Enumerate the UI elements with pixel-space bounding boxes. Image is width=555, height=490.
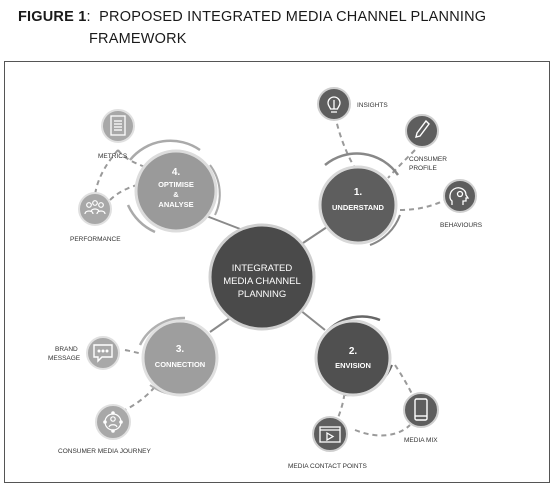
stage-understand: 1. UNDERSTAND (318, 152, 401, 246)
link-insights (334, 114, 356, 169)
stage-connection: 3. CONNECTION (138, 316, 219, 397)
satellite-label: BEHAVIOURS (440, 222, 483, 229)
link-metrics (117, 149, 149, 169)
connector-understand (299, 224, 331, 246)
satellite-label-line1: CONSUMER (409, 156, 447, 163)
satellite-behaviours: BEHAVIOURS (440, 179, 483, 229)
stage-circle (314, 319, 392, 397)
satellite-label: MEDIA CONTACT POINTS (288, 463, 368, 470)
connector-envision (299, 309, 326, 331)
satellite-circle (403, 392, 439, 428)
stage-label-2: ANALYSE (158, 200, 193, 209)
arc-outer (129, 139, 201, 161)
stage-label: ENVISION (335, 361, 371, 370)
group-people-icon (84, 200, 106, 215)
center-line1: INTEGRATED (232, 263, 293, 274)
link-behaviours (399, 199, 446, 211)
satellite-circle (95, 404, 131, 440)
link-metrics-performance (94, 149, 119, 196)
document-icon (110, 115, 126, 136)
network-person-icon (103, 411, 123, 433)
figure-title-line2: FRAMEWORK (89, 31, 187, 47)
stage-label: OPTIMISE (158, 180, 194, 189)
satellite-media-mix: MEDIA MIX (403, 392, 439, 444)
satellite-label: CONSUMER MEDIA JOURNEY (58, 448, 151, 455)
stage-label-amp: & (173, 190, 179, 199)
arc-outer-3 (209, 164, 221, 216)
arc-outer (138, 316, 186, 346)
diagram-frame (4, 61, 550, 483)
center-node: INTEGRATED MEDIA CHANNEL PLANNING (208, 223, 316, 331)
satellite-media-contact-points: MEDIA CONTACT POINTS (288, 416, 368, 470)
stage-label: UNDERSTAND (332, 203, 385, 212)
satellite-label: PERFORMANCE (70, 236, 121, 243)
stage-circle (318, 165, 398, 245)
video-play-icon (319, 426, 341, 443)
center-circle (208, 223, 316, 331)
satellite-label: INSIGHTS (357, 102, 388, 109)
satellite-circle (86, 336, 120, 370)
stage-number: 4. (172, 167, 181, 178)
satellite-label-line1: BRAND (55, 346, 78, 353)
arc-outer-2 (126, 204, 156, 234)
connector-connection (209, 317, 231, 333)
lightbulb-icon (327, 96, 341, 113)
figure-caption: FIGURE 1: PROPOSED INTEGRATED MEDIA CHAN… (18, 6, 538, 50)
arc-outer-2 (369, 214, 401, 246)
center-line3: PLANNING (238, 289, 287, 300)
satellite-label: METRICS (98, 153, 128, 160)
satellite-metrics: METRICS (98, 109, 135, 160)
satellite-consumer-media-journey: CONSUMER MEDIA JOURNEY (58, 404, 151, 455)
link-consumer-profile (387, 149, 416, 179)
stage-circle (141, 319, 219, 397)
stage-number: 2. (349, 346, 358, 357)
stage-label: CONNECTION (155, 360, 205, 369)
pen-icon (415, 119, 430, 138)
figure-title-line1: PROPOSED INTEGRATED MEDIA CHANNEL PLANNI… (99, 9, 487, 25)
figure-label: FIGURE 1 (18, 9, 87, 25)
center-line2: MEDIA CHANNEL (223, 276, 301, 287)
satellite-insights: INSIGHTS (317, 87, 388, 121)
satellite-brand-message: BRAND MESSAGE (48, 336, 120, 370)
satellite-label-line2: PROFILE (409, 165, 437, 172)
satellite-label: MEDIA MIX (404, 437, 438, 444)
satellite-label-line2: MESSAGE (48, 355, 81, 362)
stage-number: 3. (176, 344, 185, 355)
smartphone-icon (414, 398, 428, 421)
stage-circle (134, 149, 218, 233)
satellite-performance: PERFORMANCE (70, 192, 121, 243)
head-gear-icon (449, 187, 470, 205)
satellite-circle (101, 109, 135, 143)
stage-envision: 2. ENVISION (314, 315, 393, 397)
stage-optimise-analyse: 4. OPTIMISE & ANALYSE (126, 139, 221, 234)
link-media-mix (394, 364, 414, 397)
stage-number: 1. (354, 187, 363, 198)
caption-colon: : (86, 9, 100, 25)
satellite-consumer-profile: CONSUMER PROFILE (405, 114, 447, 172)
arc-outer (324, 152, 400, 176)
link-contact-to-mix (354, 424, 411, 437)
satellite-circle (405, 114, 439, 148)
speech-bubble-icon (93, 344, 113, 363)
